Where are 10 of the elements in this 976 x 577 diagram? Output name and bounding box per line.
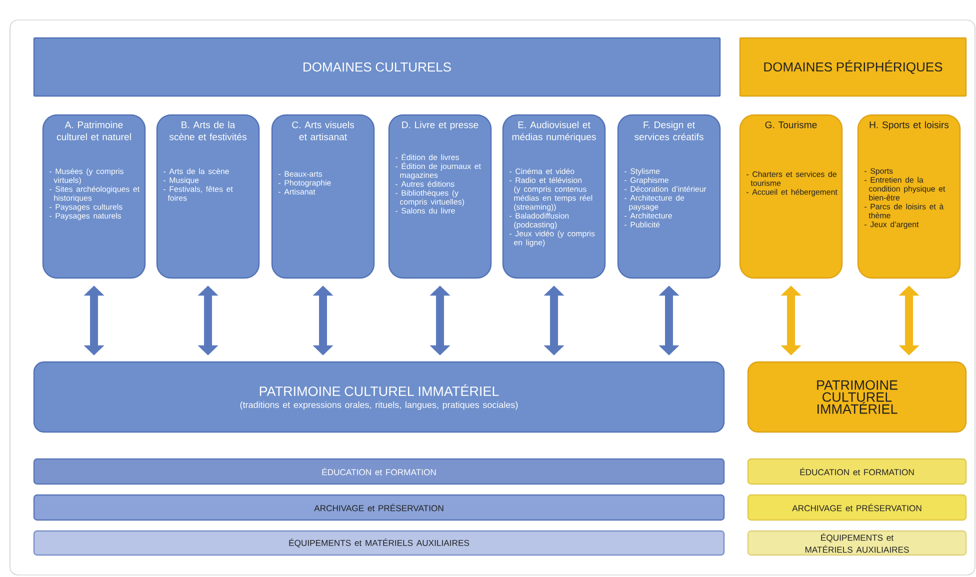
category-bar: ARCHIVAGE et PRÉSERVATION — [747, 494, 967, 521]
header-band: DOMAINES CULTURELS — [33, 37, 721, 97]
heritage-box: PATRIMOINE CULTUREL IMMATÉRIEL — [747, 361, 967, 433]
category-bar: ÉQUIPEMENTS et MATÉRIELS AUXILIAIRES — [33, 530, 725, 556]
category-bar: ARCHIVAGE et PRÉSERVATION — [33, 494, 725, 521]
category-bar: ÉDUCATION et FORMATION — [747, 458, 967, 485]
category-bar: ÉQUIPEMENTS et MATÉRIELS AUXILIAIRES — [747, 530, 967, 556]
category-bar: ÉDUCATION et FORMATION — [33, 458, 725, 485]
heritage-box: PATRIMOINE CULTUREL IMMATÉRIEL (traditions et expressions orales, rituels, langues, pratiques sociales) — [33, 361, 725, 433]
header-band: DOMAINES PÉRIPHÉRIQUES — [739, 37, 967, 97]
